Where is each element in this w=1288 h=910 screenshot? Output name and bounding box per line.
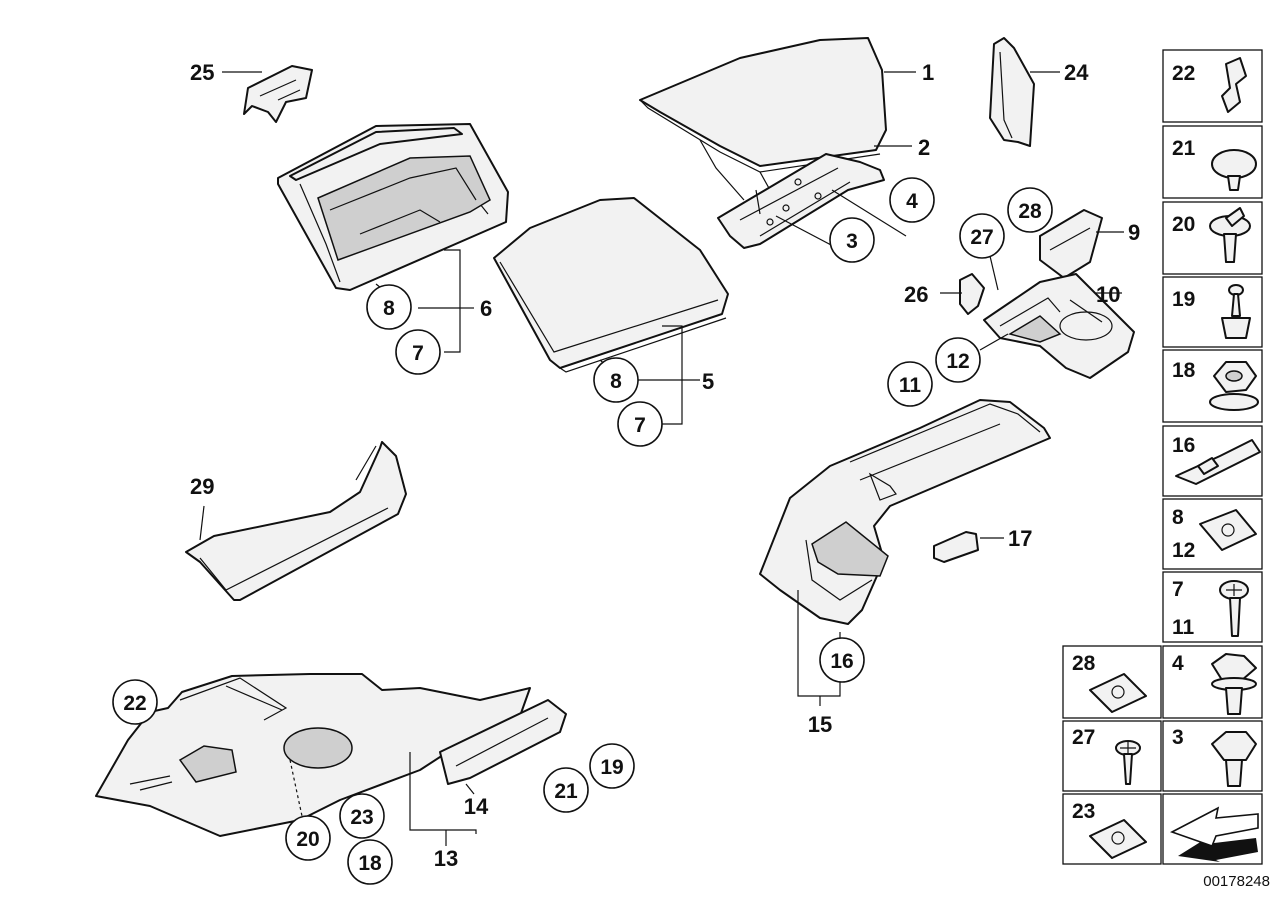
- part-13-lower-trim[interactable]: [95, 673, 531, 837]
- label-17: 17: [1008, 526, 1032, 551]
- label-25: 25: [190, 60, 214, 85]
- legend-12: 12: [1172, 539, 1195, 562]
- part-9-cover[interactable]: [1039, 209, 1103, 279]
- label-15: 15: [808, 712, 832, 737]
- legend-21: 21: [1172, 137, 1196, 160]
- part-15-center-console[interactable]: [759, 399, 1051, 625]
- part-2-bracket[interactable]: [717, 153, 885, 249]
- label-2: 2: [918, 135, 930, 160]
- callout-20[interactable]: [285, 815, 331, 861]
- label-8-b: 8: [610, 370, 622, 393]
- label-3: 3: [846, 230, 858, 253]
- hex-nut-icon: [1209, 361, 1259, 411]
- hex-bolt-flange-icon: [1211, 653, 1257, 715]
- label-9: 9: [1128, 220, 1140, 245]
- callout-12[interactable]: [935, 337, 981, 383]
- clip-28-icon: [1089, 673, 1147, 713]
- label-29: 29: [190, 474, 214, 499]
- label-23: 23: [350, 806, 373, 829]
- label-21: 21: [554, 780, 578, 803]
- diagram-id: 00178248: [1203, 873, 1270, 890]
- expanding-rivet-icon: [1209, 207, 1251, 263]
- parts-legend-panel: [1062, 49, 1263, 865]
- wood-screw-icon: [1115, 740, 1141, 785]
- arrow-icon: [1169, 806, 1259, 862]
- legend-19: 19: [1172, 288, 1195, 311]
- callout-19[interactable]: [589, 743, 635, 789]
- label-18: 18: [358, 852, 382, 875]
- callout-23[interactable]: [339, 793, 385, 839]
- callout-28[interactable]: [1007, 187, 1053, 233]
- clip-22-icon: [1221, 57, 1247, 113]
- legend-18: 18: [1172, 359, 1196, 382]
- label-6: 6: [480, 296, 492, 321]
- callout-22[interactable]: [112, 679, 158, 725]
- label-24: 24: [1064, 60, 1089, 85]
- legend-16: 16: [1172, 434, 1195, 457]
- label-11: 11: [899, 374, 922, 397]
- part-25-clip[interactable]: [243, 65, 313, 123]
- callout-16[interactable]: [819, 637, 865, 683]
- label-12: 12: [946, 350, 969, 373]
- push-rivet-icon: [1211, 149, 1257, 191]
- label-14: 14: [464, 794, 489, 819]
- label-5: 5: [702, 369, 714, 394]
- legend-28: 28: [1072, 652, 1096, 675]
- callout-3[interactable]: [829, 217, 875, 263]
- label-7-a: 7: [412, 342, 424, 365]
- label-13: 13: [434, 846, 458, 871]
- part-14-trim-strip[interactable]: [439, 699, 567, 785]
- label-7-b: 7: [634, 414, 646, 437]
- legend-7: 7: [1172, 578, 1184, 601]
- part-6-storage-tray[interactable]: [277, 123, 509, 291]
- callout-18[interactable]: [347, 839, 393, 885]
- label-22-text: 22: [123, 692, 146, 715]
- label-19: 19: [600, 756, 623, 779]
- spring-nut-icon: [1175, 439, 1261, 485]
- callout-11[interactable]: [887, 361, 933, 407]
- callout-7-b[interactable]: [617, 401, 663, 447]
- callout-4[interactable]: [889, 177, 935, 223]
- hex-bolt-icon: [1211, 731, 1257, 787]
- callout-27[interactable]: [959, 213, 1005, 259]
- clip-23-icon: [1089, 819, 1147, 859]
- legend-27: 27: [1072, 726, 1095, 749]
- legend-3: 3: [1172, 726, 1184, 749]
- callout-21[interactable]: [543, 767, 589, 813]
- part-5-lid[interactable]: [493, 197, 729, 373]
- clip-nut-icon: [1199, 509, 1257, 551]
- label-26: 26: [904, 282, 928, 307]
- part-29-frame[interactable]: [185, 441, 407, 601]
- part-1-armrest-cover[interactable]: [639, 37, 887, 201]
- part-24-panel[interactable]: [989, 37, 1035, 147]
- callout-7[interactable]: [395, 329, 441, 375]
- label-16: 16: [830, 650, 853, 673]
- label-1: 1: [922, 60, 934, 85]
- legend-22: 22: [1172, 62, 1195, 85]
- screw-icon: [1219, 580, 1249, 637]
- rivet-icon: [1221, 284, 1251, 339]
- legend-4: 4: [1172, 652, 1184, 675]
- part-10-cup-holder[interactable]: [983, 273, 1135, 379]
- part-26-clip[interactable]: [959, 273, 985, 315]
- label-27: 27: [970, 226, 993, 249]
- label-10: 10: [1096, 282, 1120, 307]
- label-28: 28: [1018, 200, 1042, 223]
- label-4: 4: [906, 190, 918, 213]
- label-20: 20: [296, 828, 319, 851]
- callout-8-b[interactable]: [593, 357, 639, 403]
- legend-23: 23: [1072, 800, 1095, 823]
- callout-8[interactable]: [366, 284, 412, 330]
- label-8-a: 8: [383, 297, 395, 320]
- legend-20: 20: [1172, 213, 1195, 236]
- legend-11: 11: [1172, 616, 1195, 639]
- legend-8: 8: [1172, 506, 1184, 529]
- part-17-clip[interactable]: [933, 531, 979, 563]
